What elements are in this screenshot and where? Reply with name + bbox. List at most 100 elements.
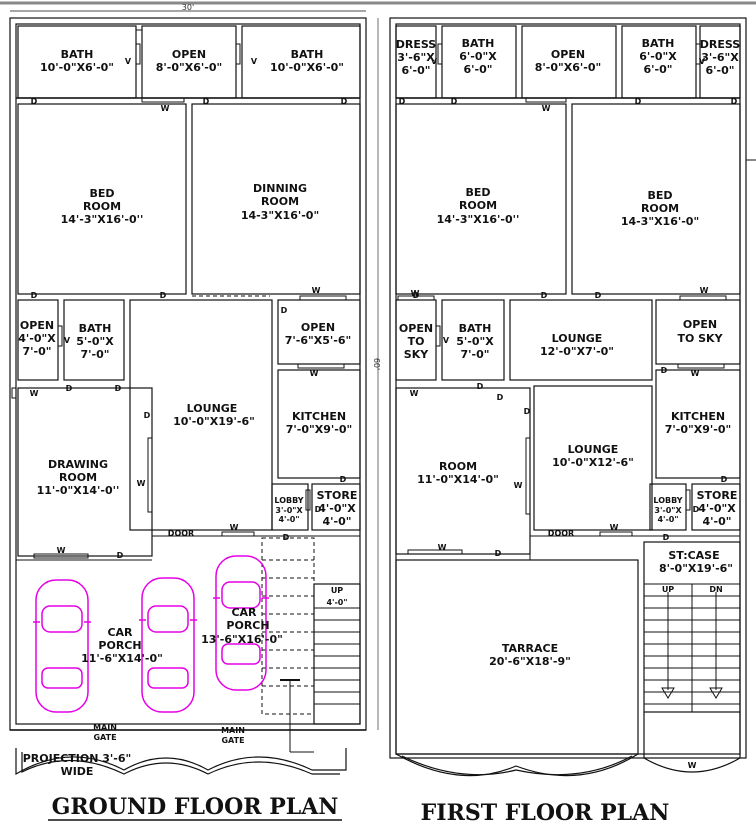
svg-text:W: W bbox=[542, 104, 551, 113]
first-room-size: 11'-0"X14'-0" bbox=[417, 473, 499, 486]
ground-door-label: DOOR bbox=[168, 529, 194, 538]
svg-text:V: V bbox=[431, 57, 438, 66]
first-bed1-l1: BED bbox=[465, 186, 490, 199]
first-kitchen-name: KITCHEN bbox=[671, 410, 725, 423]
svg-text:D: D bbox=[524, 407, 531, 416]
first-room-name: ROOM bbox=[439, 460, 477, 473]
stair-down-arrow-icon bbox=[709, 687, 723, 699]
svg-text:D: D bbox=[340, 475, 347, 484]
first-bath1-s2: 6'-0" bbox=[464, 63, 493, 76]
svg-text:W: W bbox=[161, 104, 170, 113]
first-staircase-name: ST:CASE bbox=[668, 549, 719, 562]
svg-text:D: D bbox=[341, 97, 348, 106]
ground-stair-width: 4'-0" bbox=[326, 598, 347, 607]
ground-main-gate2-l1: MAIN bbox=[221, 726, 245, 735]
first-lobby-s2: 4'-0" bbox=[657, 515, 678, 524]
first-stair-dn: DN bbox=[709, 585, 722, 594]
svg-text:W: W bbox=[230, 523, 239, 532]
svg-text:D: D bbox=[66, 384, 73, 393]
ground-drawing-size: 11'-0"X14'-0'' bbox=[37, 484, 120, 497]
ground-markers: D D D W D D W D W D W D D D W W D W D D … bbox=[30, 57, 348, 560]
ground-bed-l1: BED bbox=[89, 187, 114, 200]
svg-text:D: D bbox=[663, 533, 670, 542]
ground-car-porch-left-size: 11'-6"X14'-0" bbox=[81, 652, 163, 665]
first-lobby-s1: 3'-0"X bbox=[654, 506, 682, 515]
svg-text:D: D bbox=[31, 291, 38, 300]
first-lounge bbox=[533, 385, 653, 531]
ground-bath2-name: BATH bbox=[291, 48, 324, 61]
svg-text:W: W bbox=[312, 286, 321, 295]
svg-text:D: D bbox=[693, 505, 700, 514]
svg-text:D: D bbox=[144, 411, 151, 420]
ground-car-porch-left-l2: PORCH bbox=[98, 639, 141, 652]
first-bath-small-s2: 7'-0" bbox=[461, 348, 490, 361]
first-bed-room-1 bbox=[395, 103, 567, 295]
first-markers: D D W D D D D D W W W D D W D D D W W D … bbox=[399, 57, 738, 770]
svg-text:D: D bbox=[399, 97, 406, 106]
ground-dining-room bbox=[191, 103, 361, 295]
first-open-sky-right-l1: OPEN bbox=[683, 318, 717, 331]
svg-text:D: D bbox=[721, 475, 728, 484]
ground-bed-room bbox=[17, 103, 187, 295]
ground-stair-flight bbox=[313, 583, 361, 725]
first-bath1-name: BATH bbox=[462, 37, 495, 50]
svg-text:D: D bbox=[31, 97, 38, 106]
ground-lounge-size: 10'-0"X19'-6" bbox=[173, 415, 255, 428]
ground-lobby-name: LOBBY bbox=[274, 496, 303, 505]
first-lounge-upper-name: LOUNGE bbox=[552, 332, 603, 345]
svg-text:D: D bbox=[413, 291, 420, 300]
car-icon-3 bbox=[213, 555, 269, 691]
svg-text:V: V bbox=[64, 336, 71, 345]
first-bath2-s2: 6'-0" bbox=[644, 63, 673, 76]
first-store-s2: 4'-0" bbox=[703, 515, 732, 528]
first-balcony-arch bbox=[395, 753, 639, 777]
svg-text:D: D bbox=[595, 291, 602, 300]
svg-text:D: D bbox=[117, 551, 124, 560]
svg-text:W: W bbox=[30, 389, 39, 398]
first-bath2-name: BATH bbox=[642, 37, 675, 50]
ground-store-s1: 4'-0"X bbox=[318, 502, 356, 515]
ground-floor-title: GROUND FLOOR PLAN bbox=[52, 794, 339, 820]
svg-text:W: W bbox=[610, 523, 619, 532]
ground-stair-up: UP bbox=[331, 586, 343, 595]
first-bed2-size: 14-3"X16'-0" bbox=[621, 215, 699, 228]
svg-text:V: V bbox=[125, 57, 132, 66]
svg-text:D: D bbox=[541, 291, 548, 300]
overall-width-dim: 30' bbox=[182, 3, 194, 12]
ground-store-s2: 4'-0" bbox=[323, 515, 352, 528]
first-dress2-name: DRESS bbox=[700, 38, 741, 51]
svg-text:D: D bbox=[731, 97, 738, 106]
svg-text:W: W bbox=[410, 389, 419, 398]
first-open-top-name: OPEN bbox=[551, 48, 585, 61]
svg-text:D: D bbox=[661, 366, 668, 375]
car-icon-2 bbox=[139, 577, 197, 713]
ground-lobby-s1: 3'-0"X bbox=[275, 506, 303, 515]
first-store-s1: 4'-0"X bbox=[698, 502, 736, 515]
first-open-sky-left-l2: TO bbox=[408, 335, 425, 348]
svg-text:V: V bbox=[251, 57, 258, 66]
svg-text:D: D bbox=[497, 393, 504, 402]
first-lounge-name: LOUNGE bbox=[568, 443, 619, 456]
first-terrace bbox=[395, 559, 639, 755]
first-open-sky-left-l1: OPEN bbox=[399, 322, 433, 335]
first-bed-room-2 bbox=[571, 103, 741, 295]
ground-open-right-name: OPEN bbox=[301, 321, 335, 334]
first-door-label: DOOR bbox=[548, 529, 574, 538]
first-terrace-name: TARRACE bbox=[502, 642, 558, 655]
svg-text:W: W bbox=[691, 369, 700, 378]
car-icon-1 bbox=[33, 579, 91, 713]
first-floor-title: FIRST FLOOR PLAN bbox=[421, 800, 670, 826]
first-floor-plan: DRESS 3'-6"X 6'-0" BATH 6'-0"X 6'-0" OPE… bbox=[389, 17, 756, 826]
ground-main-gate1-l1: MAIN bbox=[93, 723, 117, 732]
ground-bath-small-name: BATH bbox=[79, 322, 112, 335]
ground-bath2-size: 10'-0"X6'-0" bbox=[270, 61, 344, 74]
first-store bbox=[691, 483, 741, 531]
first-dress1-name: DRESS bbox=[396, 38, 437, 51]
stair-up-arrow-icon bbox=[661, 687, 675, 699]
svg-text:W: W bbox=[310, 369, 319, 378]
ground-drawing-l1: DRAWING bbox=[48, 458, 108, 471]
ground-car-porch-right-size: 13'-6"X16'-0" bbox=[201, 633, 283, 646]
ground-open-top-size: 8'-0"X6'-0" bbox=[156, 61, 222, 74]
ground-main-gate2-l2: GATE bbox=[221, 736, 244, 745]
